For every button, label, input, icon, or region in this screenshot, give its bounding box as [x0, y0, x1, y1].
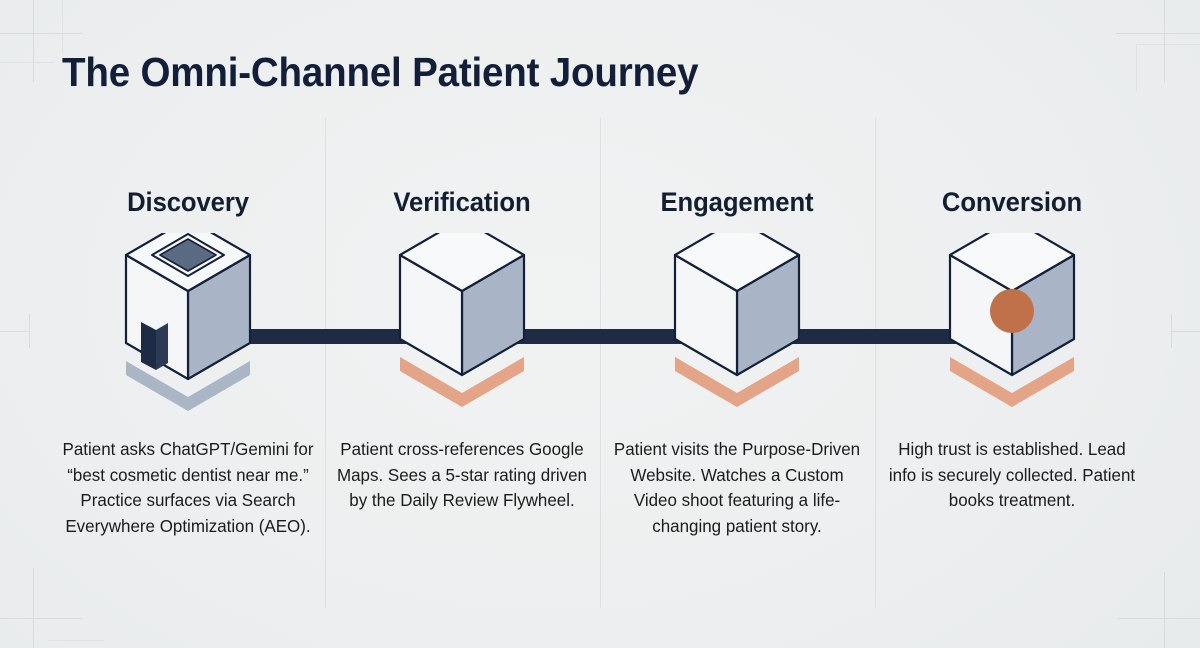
icon-shadow	[126, 361, 250, 411]
icon-shadow	[675, 357, 799, 407]
isometric-cube-with-node-icon	[948, 233, 1076, 407]
stage-caption-discovery: Patient asks ChatGPT/Gemini for “best co…	[62, 439, 314, 536]
conversion-node-circle	[990, 289, 1034, 333]
icon-shadow	[400, 357, 524, 407]
stage-conversion[interactable]: Conversion High trust is established. Le…	[874, 186, 1150, 514]
page-title: The Omni-Channel Patient Journey	[62, 49, 699, 95]
column-divider-3	[875, 118, 876, 608]
stage-label-conversion: Conversion	[941, 187, 1083, 217]
isometric-open-box-icon	[124, 233, 252, 411]
isometric-cube-icon	[673, 233, 801, 407]
box-doorway	[141, 322, 156, 370]
cube-face-top	[673, 233, 801, 293]
stage-icon-engagement	[599, 233, 875, 421]
stage-label-verification: Verification	[393, 187, 531, 217]
stage-icon-conversion	[874, 233, 1150, 421]
cube-face-top	[948, 233, 1076, 293]
stage-icon-verification	[324, 233, 600, 421]
stage-caption-conversion: High trust is established. Lead info is …	[888, 439, 1136, 510]
box-opening-cavity	[159, 238, 217, 272]
column-divider-2	[600, 118, 601, 608]
box-doorway-side	[156, 323, 168, 370]
stage-discovery[interactable]: Discovery	[50, 186, 326, 539]
column-divider-1	[325, 118, 326, 608]
stage-label-engagement: Engagement	[660, 187, 814, 217]
stage-label-discovery: Discovery	[127, 187, 249, 217]
icon-shadow	[950, 357, 1074, 407]
stage-caption-verification: Patient cross-references Google Maps. Se…	[336, 439, 588, 510]
stage-engagement[interactable]: Engagement Patient visits the Purpose-Dr…	[599, 186, 875, 539]
stage-icon-discovery	[50, 233, 326, 421]
cube-face-top	[398, 233, 526, 293]
isometric-cube-icon	[398, 233, 526, 407]
stage-verification[interactable]: Verification Patient cross-references Go…	[324, 186, 600, 514]
stage-caption-engagement: Patient visits the Purpose-Driven Websit…	[613, 439, 861, 536]
